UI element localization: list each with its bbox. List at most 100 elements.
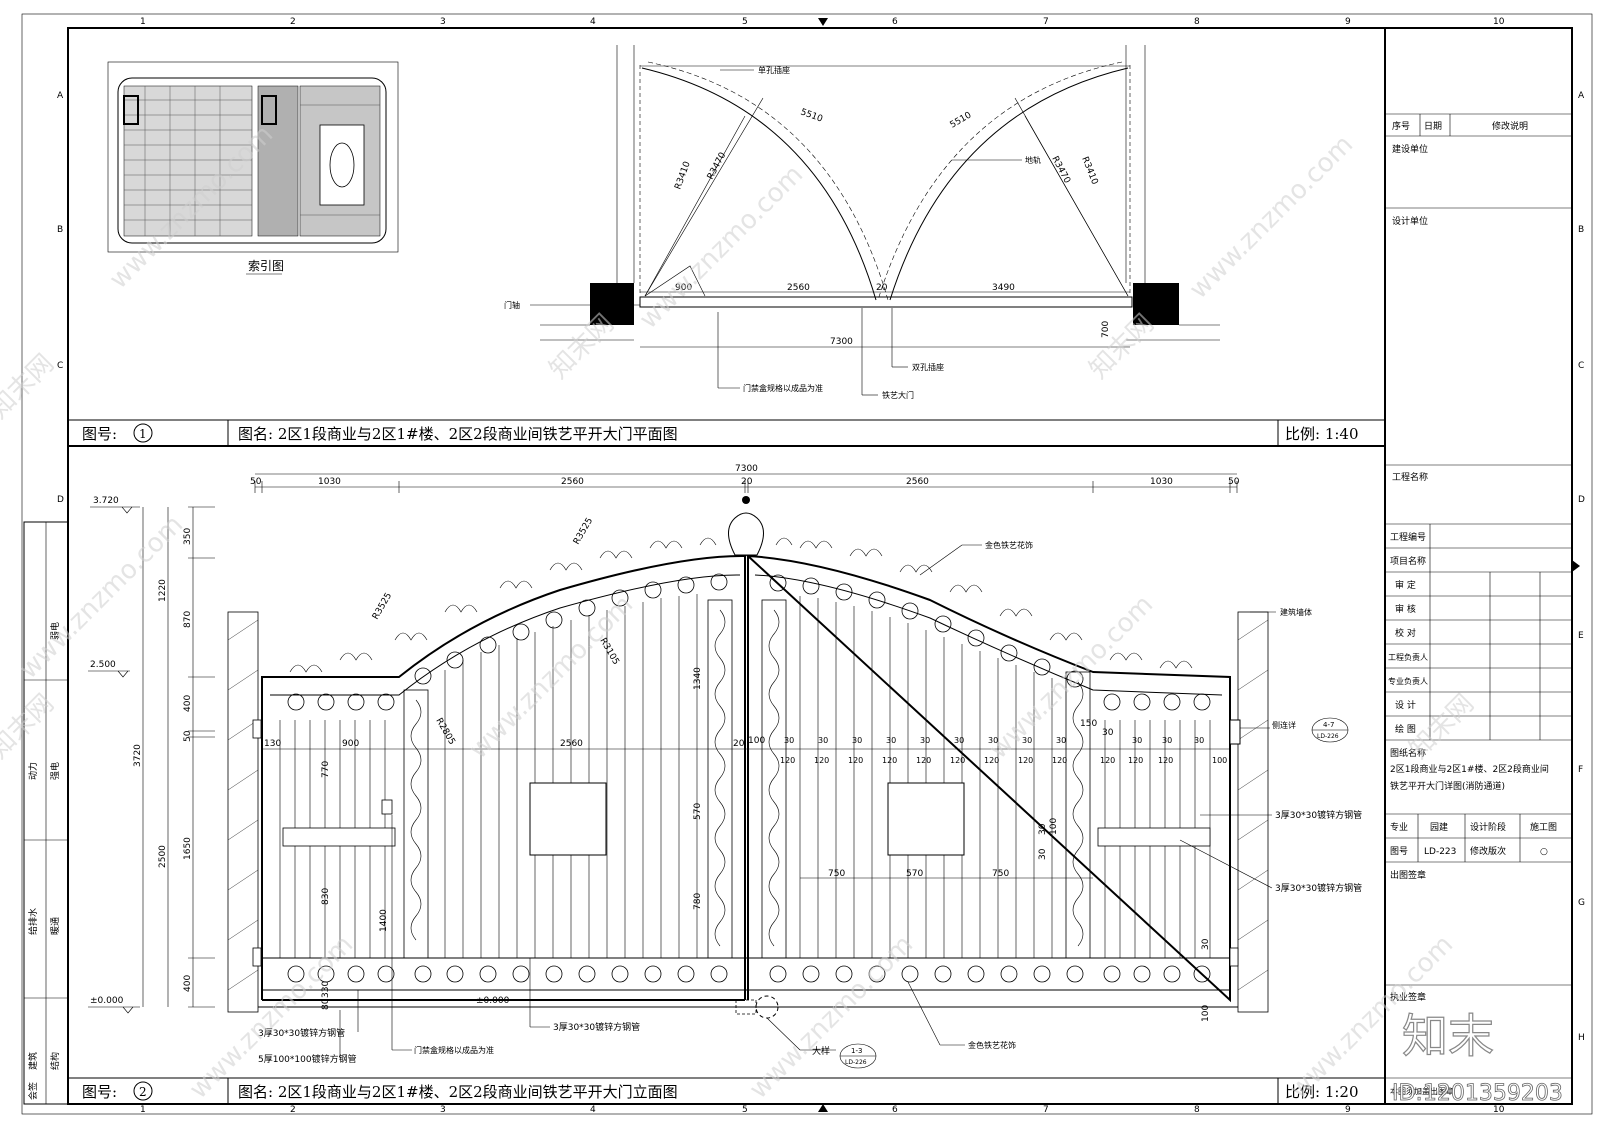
grid-col-label: 10: [1493, 17, 1505, 27]
tb-rev-no: 序号: [1392, 120, 1410, 132]
grid-row-label: H: [1578, 1033, 1585, 1043]
svg-text:120: 120: [848, 756, 863, 765]
dim-top-2560-right: 2560: [906, 477, 929, 487]
dim-plan-r3410-right: R3410: [1079, 155, 1099, 186]
grid-col-label: 1: [140, 1105, 146, 1115]
elevation-view: 50 1030 2560 20 2560 1030 50 7300 3.720 …: [88, 464, 1362, 1069]
svg-text:120: 120: [1128, 756, 1143, 765]
dim-150: 150: [1080, 719, 1097, 729]
dim-top-1030-left: 1030: [318, 477, 341, 487]
dim-750-right: 750: [992, 869, 1009, 879]
svg-text:120: 120: [950, 756, 965, 765]
tb-spec-lead: 专业负责人: [1388, 676, 1428, 686]
label-pipe-c: 3厚30*30镀锌方钢管: [258, 1027, 345, 1039]
tb-proof: 校 对: [1395, 627, 1416, 639]
dim-1400: 1400: [379, 909, 389, 932]
strip-power: 动力: [27, 762, 39, 780]
tb-check: 审 核: [1395, 603, 1416, 615]
dim-left-total: 3720: [133, 744, 143, 767]
svg-text:30: 30: [954, 736, 964, 745]
dim-left-1650: 1650: [183, 837, 193, 860]
grid-col-label: 1: [140, 17, 146, 27]
tb-design: 设 计: [1395, 699, 1416, 711]
grid-col-label: 9: [1345, 1105, 1351, 1115]
dim-20-inner: 20: [733, 739, 745, 749]
radius-r3525-top: R3525: [572, 516, 595, 546]
strip-sign: 会签: [27, 1082, 39, 1100]
dim-plan-r3470-left: R3470: [706, 151, 729, 182]
grid-columns: 1 2 3 4 5 6 7 8 9 10 1 2 3 4 5 6 7 8 9 1…: [140, 17, 1505, 1115]
tb-designer: 设计单位: [1392, 215, 1428, 227]
dim-100-bottom: 100: [1201, 1005, 1211, 1022]
watermark-brand: 知末网: [0, 349, 60, 425]
watermark-site: www.znzmo.com: [1184, 130, 1359, 305]
dim-left-870: 870: [183, 611, 193, 628]
grid-col-label: 3: [440, 1105, 446, 1115]
dim-830: 830: [321, 888, 331, 905]
svg-text:120: 120: [1100, 756, 1115, 765]
tb-specialty-label: 专业: [1390, 821, 1408, 833]
dim-plan-5510-left: 5510: [799, 107, 824, 124]
ref-a-bottom: LD-226: [1317, 733, 1339, 740]
strip-struct: 结构: [49, 1052, 61, 1070]
level-0-inner: ±0.000: [476, 996, 510, 1006]
dim-plan-r3470-right: R3470: [1049, 155, 1072, 186]
tb-revision: ○: [1540, 847, 1548, 857]
grid-row-label: E: [1578, 631, 1584, 641]
label-access-box-elev: 门禁盒规格以成品为准: [414, 1045, 494, 1055]
level-3720: 3.720: [93, 496, 119, 506]
dim-left-2500: 2500: [158, 845, 168, 868]
strip-hvac: 暖通: [49, 917, 61, 935]
tb-sheet: LD-223: [1424, 847, 1456, 857]
plan-number: 1: [139, 427, 147, 441]
dim-plan-900: 900: [675, 283, 692, 293]
dim-2560-inner: 2560: [560, 739, 583, 749]
grid-col-label: 6: [892, 1105, 898, 1115]
svg-text:120: 120: [1052, 756, 1067, 765]
dim-top-20: 20: [741, 477, 753, 487]
elevation-number: 2: [139, 1085, 147, 1099]
grid-row-label: C: [57, 361, 63, 371]
dim-top-1030-right: 1030: [1150, 477, 1173, 487]
elevation-title-bar: 图号: 2 图名: 2区1段商业与2区1#楼、2区2段商业间铁艺平开大门立面图 …: [68, 1077, 1385, 1104]
dim-left-400-bottom: 400: [183, 975, 193, 992]
svg-text:30: 30: [920, 736, 930, 745]
grid-row-label: B: [57, 225, 63, 235]
tb-item-name: 项目名称: [1390, 555, 1426, 567]
dim-plan-700: 700: [1101, 321, 1111, 338]
outer-border: [21, 13, 1593, 1115]
dim-1340: 1340: [693, 667, 703, 690]
tb-stage-label: 设计阶段: [1470, 821, 1506, 833]
grid-rows: A B C D A B C D E F G H: [57, 91, 1585, 1043]
tb-drawing-name-2: 铁艺平开大门详图(消防通道): [1390, 780, 1505, 792]
grid-row-label: C: [1578, 361, 1584, 371]
elevation-scale: 比例: 1:20: [1285, 1083, 1359, 1101]
svg-text:100: 100: [1212, 756, 1227, 765]
svg-text:30: 30: [988, 736, 998, 745]
svg-text:30: 30: [1194, 736, 1204, 745]
dim-130: 130: [264, 739, 281, 749]
plan-number-label: 图号:: [82, 425, 117, 443]
label-access-box: 门禁盒规格以成品为准: [743, 383, 823, 393]
svg-text:30: 30: [1132, 736, 1142, 745]
grid-col-label: 2: [290, 17, 296, 27]
grid-col-label: 4: [590, 17, 596, 27]
label-hinge: 门轴: [504, 300, 520, 310]
label-pipe-b: 3厚30*30镀锌方钢管: [1275, 882, 1362, 894]
label-single-hole-seat: 单孔插座: [758, 65, 790, 75]
grid-row-label: F: [1578, 765, 1583, 775]
tb-drawing-name-label: 图纸名称: [1390, 747, 1426, 759]
label-pipe-e: 5厚100*100镀锌方钢管: [258, 1053, 357, 1065]
watermark-brand: 知末网: [0, 689, 60, 765]
svg-text:30: 30: [1056, 736, 1066, 745]
index-map-caption: 索引图: [248, 259, 284, 273]
svg-text:120: 120: [780, 756, 795, 765]
tb-project-no: 工程编号: [1390, 531, 1426, 543]
dim-330: 330: [321, 981, 331, 998]
dim-left-1220: 1220: [158, 579, 168, 602]
tb-drawing-name-1: 2区1段商业与2区1#楼、2区2段商业间: [1390, 763, 1549, 775]
dim-30-vertical: 30: [1038, 823, 1048, 835]
grid-row-label: A: [57, 91, 64, 101]
watermark-logo: 知末: [1402, 1009, 1494, 1063]
